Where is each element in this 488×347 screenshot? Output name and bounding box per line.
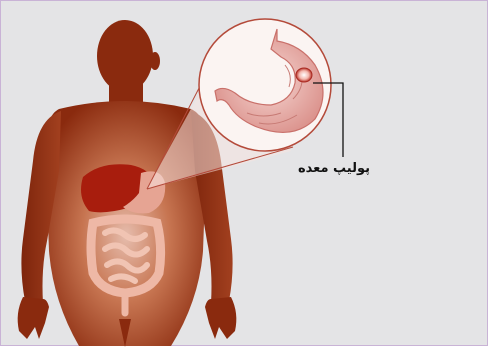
head bbox=[97, 20, 153, 92]
magnifier bbox=[199, 19, 331, 151]
left-hand bbox=[18, 297, 49, 339]
right-hand bbox=[205, 297, 236, 339]
polyp-label: پولیپ معده bbox=[279, 161, 389, 176]
polyp bbox=[296, 68, 312, 82]
ear bbox=[150, 52, 160, 70]
